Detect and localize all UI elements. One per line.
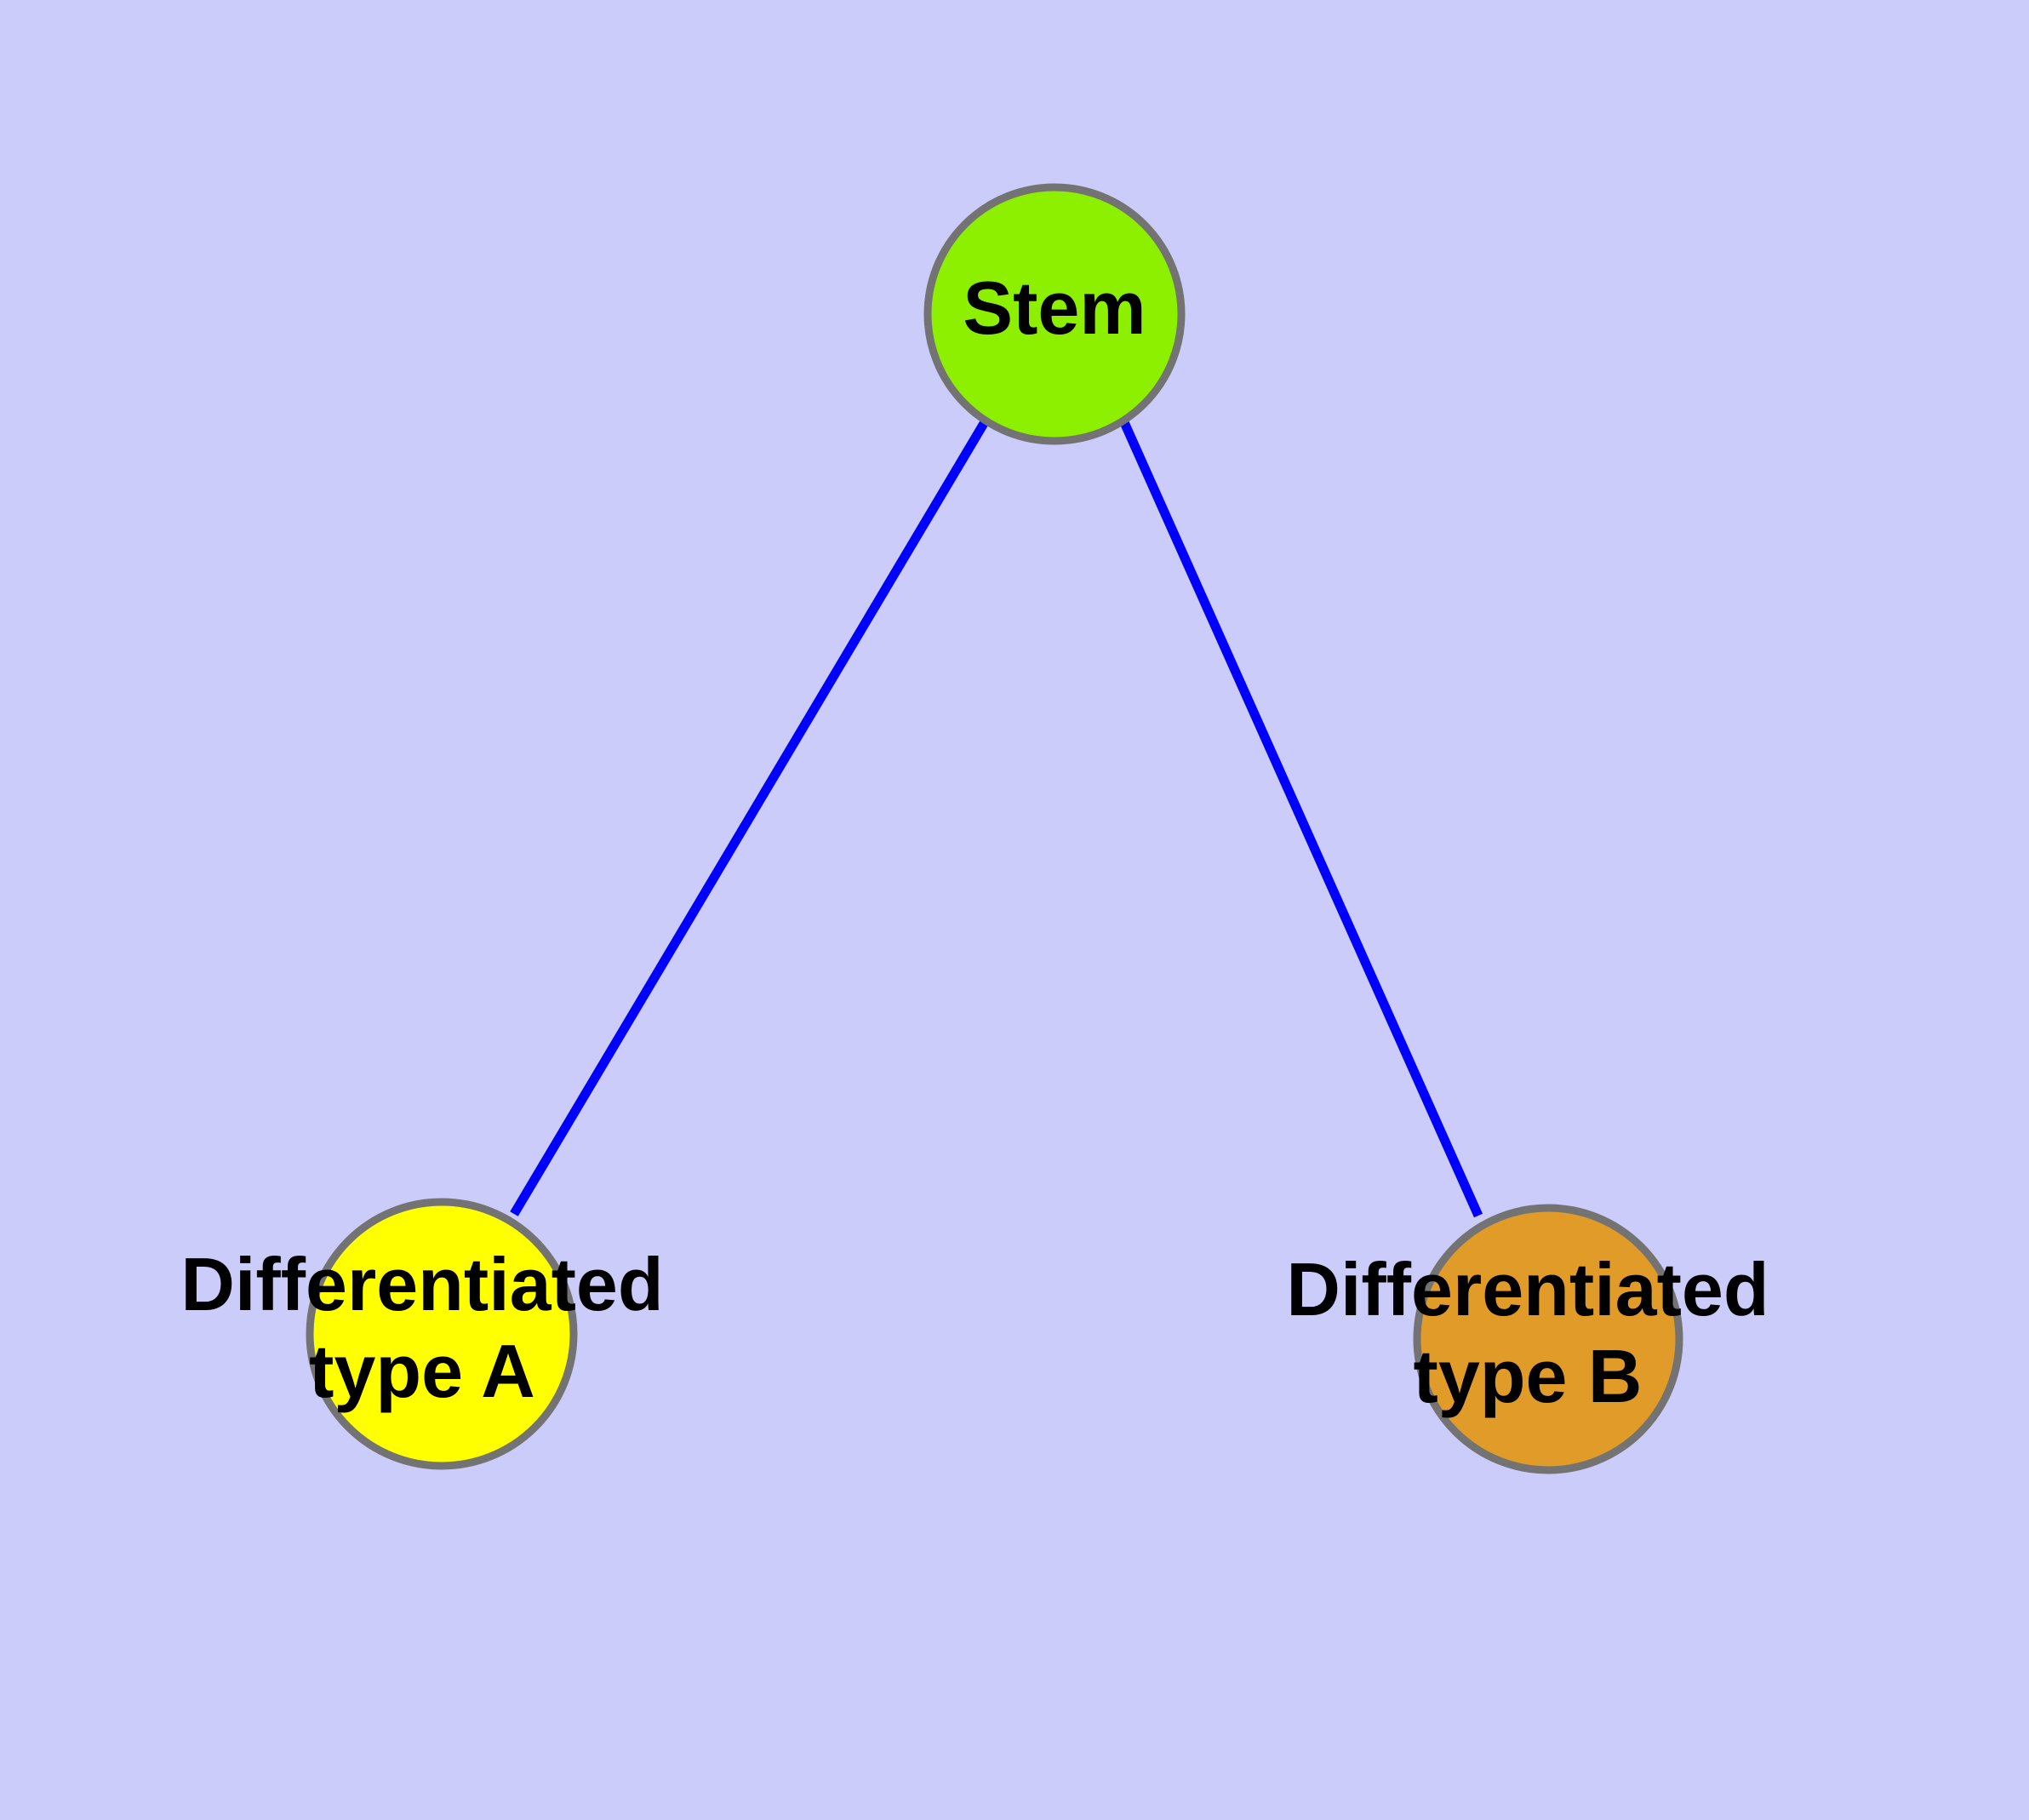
- edges-group: [510, 418, 1483, 1218]
- node-label-line: Differentiated: [180, 1242, 663, 1326]
- node-circle-differentiated-type-a[interactable]: [306, 1198, 578, 1470]
- edge-stem-to-differentiated-type-a[interactable]: [510, 418, 990, 1216]
- node-label-line: type A: [309, 1329, 535, 1413]
- edge-stem-to-differentiated-type-b[interactable]: [1118, 418, 1483, 1218]
- node-differentiated-type-b[interactable]: [1413, 1204, 1683, 1474]
- node-circle-stem[interactable]: [923, 183, 1186, 445]
- node-stem[interactable]: [923, 183, 1186, 445]
- node-label-line: Differentiated: [1286, 1247, 1769, 1331]
- node-label-stem: Stem: [963, 266, 1146, 350]
- node-differentiated-type-a[interactable]: [306, 1198, 578, 1470]
- node-circle-differentiated-type-b[interactable]: [1413, 1204, 1683, 1474]
- node-label-line: type B: [1414, 1334, 1643, 1418]
- nodes-group: [306, 183, 1683, 1474]
- node-label-line: Stem: [963, 266, 1146, 350]
